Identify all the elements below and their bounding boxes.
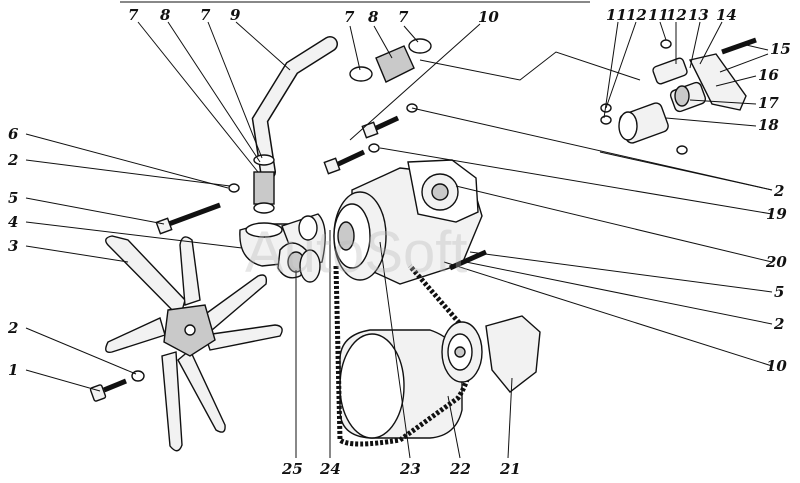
callout-24: 24 <box>319 460 341 478</box>
callout-17: 17 <box>758 94 779 112</box>
hose-sleeve-lower <box>253 171 275 205</box>
callout-5-right: 5 <box>774 283 784 301</box>
thermostat-assembly <box>600 37 757 155</box>
callout-21: 21 <box>499 460 521 478</box>
callout-6: 6 <box>8 125 19 143</box>
callout-19: 19 <box>766 205 787 223</box>
callout-12-b: 12 <box>666 6 687 24</box>
callout-1: 1 <box>8 361 18 379</box>
drive-pulley <box>333 191 387 281</box>
callout-18: 18 <box>758 116 779 134</box>
callout-10-top: 10 <box>478 8 499 26</box>
callout-13: 13 <box>688 6 709 24</box>
callout-22: 22 <box>449 460 471 478</box>
upper-hose-sleeve <box>349 38 432 83</box>
callout-7-a: 7 <box>128 6 139 24</box>
callout-7-c: 7 <box>344 8 355 26</box>
callout-2-left: 2 <box>7 151 18 169</box>
crank-pulley <box>339 329 463 439</box>
callout-5-left: 5 <box>8 189 18 207</box>
upper-clamp-left <box>349 66 373 82</box>
hose-clamp-upper <box>253 154 275 166</box>
fan-blades <box>105 235 283 452</box>
fan-bolt <box>89 370 145 402</box>
callout-8-a: 8 <box>160 6 171 24</box>
compressor-body <box>351 159 483 285</box>
callout-9: 9 <box>230 6 241 24</box>
callout-16: 16 <box>758 66 779 84</box>
upper-clamp-right <box>408 38 432 54</box>
callout-7-b: 7 <box>200 6 211 24</box>
leader-lines <box>25 21 773 459</box>
callout-20: 20 <box>765 253 787 271</box>
belt-tensioner <box>441 315 541 393</box>
callout-2-fan: 2 <box>7 319 18 337</box>
callout-2-right-a: 2 <box>773 182 784 200</box>
callout-4: 4 <box>8 213 18 231</box>
fan-washer <box>131 370 145 382</box>
callout-2-right-b: 2 <box>773 315 784 333</box>
hose-clamp-lower <box>253 202 275 214</box>
watermark: AutoSoft <box>245 220 467 285</box>
callout-15: 15 <box>770 40 791 58</box>
callout-23: 23 <box>399 460 421 478</box>
callout-7-d: 7 <box>398 8 409 26</box>
callout-25: 25 <box>281 460 303 478</box>
callout-10-right: 10 <box>766 357 787 375</box>
callout-14: 14 <box>716 6 737 24</box>
callout-11-a: 11 <box>606 6 627 24</box>
callout-12-a: 12 <box>626 6 647 24</box>
callout-labels: 1 2 3 4 5 2 6 7 8 7 9 7 8 7 10 11 12 11 … <box>7 6 791 478</box>
callout-11-b: 11 <box>648 6 669 24</box>
callout-3: 3 <box>8 237 18 255</box>
bypass-pipe <box>253 37 337 179</box>
callout-8-b: 8 <box>368 8 379 26</box>
